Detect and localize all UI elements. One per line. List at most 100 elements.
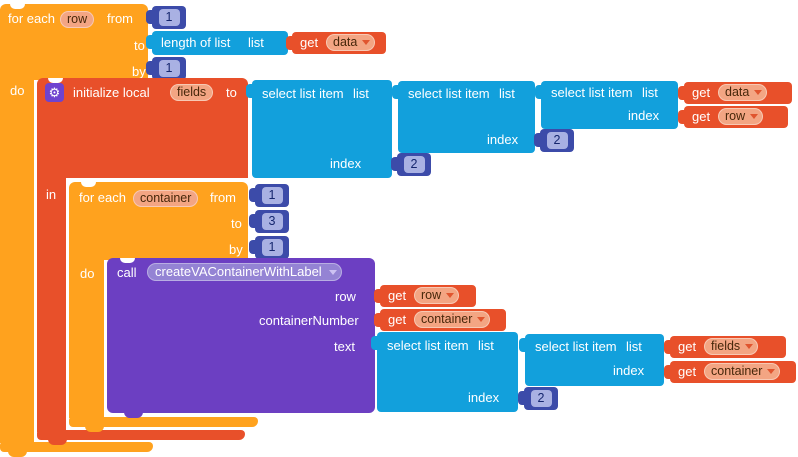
dropdown-arrow-icon[interactable] — [767, 369, 776, 374]
var-dropdown-text: data — [333, 35, 358, 49]
var-dropdown-container[interactable]: container — [414, 311, 491, 328]
index-label: index — [468, 390, 500, 405]
list-label: list — [642, 85, 658, 100]
select-list-item-label: select list item — [535, 339, 617, 354]
number-field[interactable]: 2 — [403, 156, 425, 173]
dropdown-arrow-icon[interactable] — [362, 40, 371, 45]
select-list-item-label: select list item — [408, 86, 490, 101]
top-notch-cutout — [48, 78, 63, 83]
block-for-each-row-header[interactable]: for each row from to by — [0, 4, 148, 80]
param-row-label: row — [335, 289, 356, 304]
procedure-name: createVAContainerWithLabel — [155, 264, 322, 279]
block-for-each-row-spine[interactable]: do — [0, 78, 34, 443]
block-initialize-local-header[interactable]: ⚙ initialize local fields to — [37, 78, 248, 178]
block-number-sel4-index[interactable]: 2 — [518, 387, 558, 410]
gear-icon[interactable]: ⚙ — [45, 83, 64, 102]
number-field[interactable]: 2 — [530, 390, 552, 407]
block-number-sel1-index[interactable]: 2 — [391, 153, 431, 176]
param-text-label: text — [334, 339, 355, 354]
dropdown-arrow-icon[interactable] — [745, 344, 754, 349]
number-field[interactable]: 1 — [261, 187, 283, 204]
statement-bump[interactable] — [124, 412, 143, 418]
top-notch-cutout — [81, 182, 96, 187]
number-field[interactable]: 1 — [158, 60, 180, 77]
index-label: index — [487, 132, 519, 147]
block-get-data[interactable]: get data — [286, 32, 386, 54]
dropdown-arrow-icon[interactable] — [328, 270, 337, 275]
block-initialize-local-spine[interactable]: in — [37, 176, 66, 432]
block-number-sel2-index[interactable]: 2 — [534, 129, 574, 152]
block-select-list-item-3[interactable]: select list item list index — [535, 81, 678, 129]
var-dropdown-data[interactable]: data — [326, 34, 376, 51]
to-label: to — [231, 216, 242, 231]
index-label: index — [330, 156, 362, 171]
var-dropdown-row[interactable]: row — [718, 108, 764, 125]
var-dropdown-text: container — [421, 312, 473, 326]
param-containernumber-label: containerNumber — [259, 313, 359, 328]
dropdown-arrow-icon[interactable] — [446, 293, 455, 298]
block-number-outer-from[interactable]: 1 — [146, 6, 186, 29]
top-notch-cutout — [10, 4, 25, 9]
statement-bump[interactable] — [48, 439, 67, 445]
procedure-dropdown[interactable]: createVAContainerWithLabel — [147, 263, 342, 281]
local-var-field-fields[interactable]: fields — [170, 84, 214, 101]
block-for-each-container-footer[interactable] — [69, 417, 258, 432]
block-get-fields[interactable]: get fields — [664, 336, 786, 358]
list-label: list — [626, 339, 642, 354]
length-of-list-label: length of list — [161, 35, 231, 50]
block-call-procedure[interactable]: call createVAContainerWithLabel row cont… — [107, 258, 375, 418]
get-label: get — [678, 364, 697, 379]
block-select-list-item-4[interactable]: select list item list index — [371, 332, 518, 412]
statement-bump[interactable] — [8, 451, 27, 457]
var-dropdown-row[interactable]: row — [414, 287, 460, 304]
get-label: get — [300, 35, 319, 50]
block-get-container-param[interactable]: get container — [374, 309, 506, 331]
dropdown-arrow-icon[interactable] — [750, 114, 759, 119]
loop-var-field-container[interactable]: container — [133, 190, 199, 207]
block-select-list-item-2[interactable]: select list item list index — [392, 81, 535, 153]
var-dropdown-text: row — [725, 109, 746, 123]
number-field[interactable]: 3 — [261, 213, 283, 230]
number-field[interactable]: 1 — [158, 9, 180, 26]
loop-var-field-row[interactable]: row — [60, 11, 95, 28]
list-label: list — [248, 35, 264, 50]
top-notch-cutout — [120, 258, 135, 263]
block-get-row[interactable]: get row — [678, 106, 788, 128]
block-for-each-row-footer[interactable] — [0, 442, 153, 457]
var-dropdown-text: data — [725, 85, 750, 99]
statement-bump[interactable] — [85, 426, 104, 432]
number-field[interactable]: 1 — [261, 239, 283, 256]
block-select-list-item-1[interactable]: select list item list index — [246, 80, 392, 178]
block-number-inner-by[interactable]: 1 — [249, 236, 289, 259]
index-label: index — [628, 108, 660, 123]
var-dropdown-data[interactable]: data — [718, 84, 768, 101]
block-get-data-2[interactable]: get data — [678, 82, 792, 104]
to-label: to — [226, 85, 237, 100]
block-get-container-2[interactable]: get container — [664, 361, 796, 383]
block-number-inner-to[interactable]: 3 — [249, 210, 289, 233]
get-label: get — [388, 288, 407, 303]
var-dropdown-fields[interactable]: fields — [704, 338, 759, 355]
block-number-outer-by[interactable]: 1 — [146, 57, 186, 80]
var-dropdown-container[interactable]: container — [704, 363, 781, 380]
dropdown-arrow-icon[interactable] — [754, 90, 763, 95]
in-label: in — [46, 187, 57, 202]
get-label: get — [678, 339, 697, 354]
list-label: list — [499, 86, 515, 101]
do-label: do — [80, 266, 95, 281]
number-field[interactable]: 2 — [546, 132, 568, 149]
select-list-item-label: select list item — [387, 338, 469, 353]
block-for-each-container-spine[interactable]: do — [69, 258, 104, 418]
block-length-of-list[interactable]: length of list list — [146, 31, 288, 55]
block-get-row-param[interactable]: get row — [374, 285, 476, 307]
block-number-inner-from[interactable]: 1 — [249, 184, 289, 207]
for-each-label: for each — [79, 190, 126, 205]
by-label: by — [132, 64, 146, 79]
select-list-item-label: select list item — [551, 85, 633, 100]
block-select-list-item-5[interactable]: select list item list index — [519, 334, 664, 386]
from-label: from — [107, 11, 133, 26]
block-initialize-local-footer[interactable] — [37, 430, 245, 445]
block-for-each-container-header[interactable]: for each container from to by — [69, 182, 248, 260]
dropdown-arrow-icon[interactable] — [477, 317, 486, 322]
